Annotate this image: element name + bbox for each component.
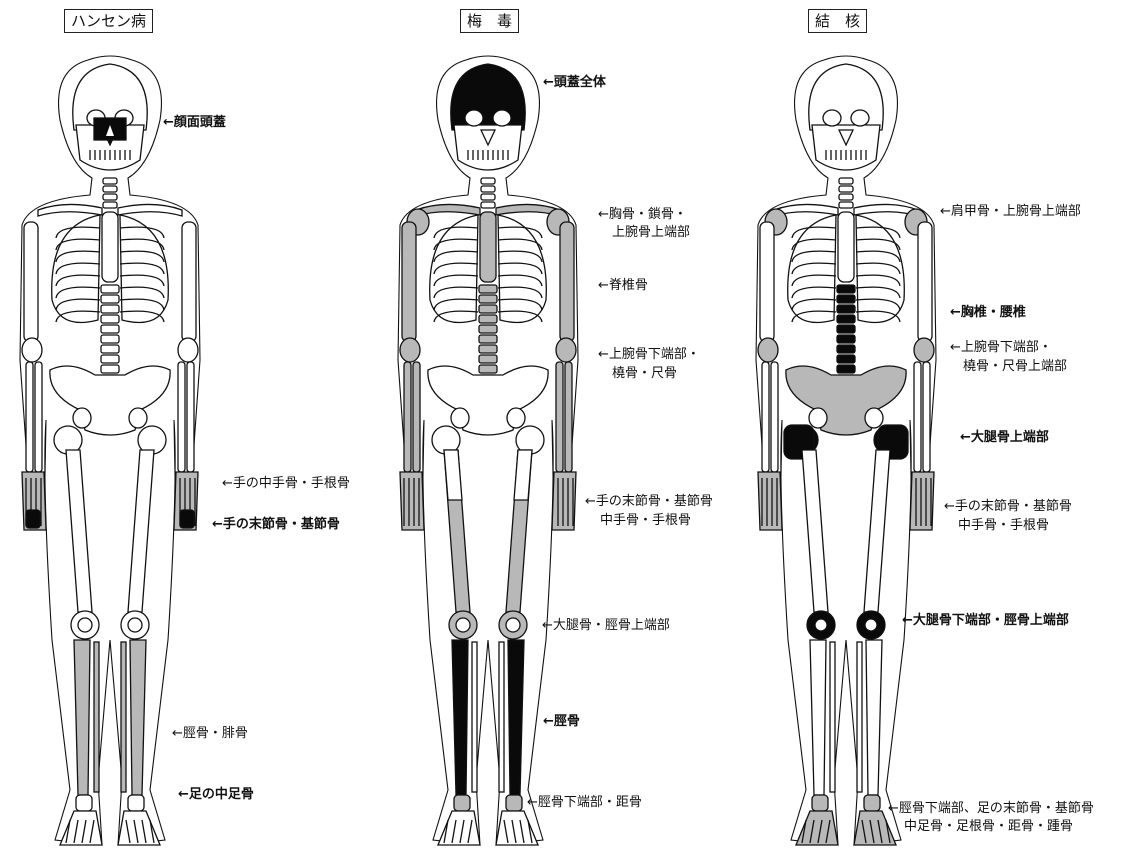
label-scapula-humerus: ←肩甲骨・上腕骨上端部 <box>940 203 1081 220</box>
label-lower-humerus: ←上腕骨下端部・ <box>598 346 700 363</box>
label-upper-humerus: 上腕骨上端部 <box>612 224 690 241</box>
label-hand-phalanges: ←手の末節骨・基節骨 <box>585 493 713 510</box>
label-foot-bones: 中足骨・足根骨・距骨・踵骨 <box>904 818 1073 835</box>
panel-title-tuberculosis: 結 核 <box>808 9 867 33</box>
label-metatarsal: ←足の中足骨 <box>178 786 254 803</box>
label-tibia: ←脛骨 <box>543 713 580 730</box>
label-tibia-fibula: ←脛骨・腓骨 <box>172 725 248 742</box>
label-distal-proximal-phalanx: ←手の末節骨・基節骨 <box>212 516 340 533</box>
label-lower-tibia-talus: ←脛骨下端部・距骨 <box>527 794 642 811</box>
label-lower-humerus-tb: ←上腕骨下端部・ <box>950 339 1052 356</box>
label-whole-skull: ←頭蓋全体 <box>543 74 606 91</box>
label-hand-metacarpal: 中手骨・手根骨 <box>600 512 691 529</box>
panel-title-syphilis: 梅 毒 <box>460 9 519 33</box>
label-upper-femur: ←大腿骨上端部 <box>960 429 1049 446</box>
label-spine: ←脊椎骨 <box>598 277 648 294</box>
skeleton-tuberculosis <box>756 56 936 845</box>
label-hand-phalanges-tb: ←手の末節骨・基節骨 <box>944 498 1072 515</box>
panel-title-leprosy: ハンセン病 <box>64 9 153 33</box>
label-knee: ←大腿骨下端部・脛骨上端部 <box>902 612 1069 629</box>
label-sternum-clavicle: ←胸骨・鎖骨・ <box>598 206 687 223</box>
label-femur-tibia-upper: ←大腿骨・脛骨上端部 <box>542 617 670 634</box>
label-thoracic-lumbar: ←胸椎・腰椎 <box>950 304 1026 321</box>
label-radius-ulna-upper: 橈骨・尺骨上端部 <box>963 358 1067 375</box>
label-metacarpal-carpal: ←手の中手骨・手根骨 <box>222 475 350 492</box>
label-ankle-foot: ←脛骨下端部、足の末節骨・基節骨 <box>888 800 1094 817</box>
label-facial-skull: ←顔面頭蓋 <box>163 114 226 131</box>
label-radius-ulna: 橈骨・尺骨 <box>612 365 677 382</box>
label-hand-metacarpal-tb: 中手骨・手根骨 <box>958 517 1049 534</box>
